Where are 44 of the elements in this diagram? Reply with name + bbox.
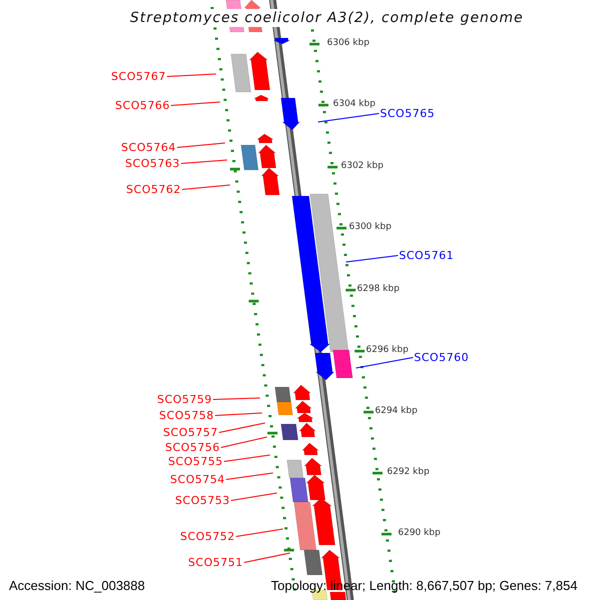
leader-line: [180, 160, 228, 164]
gene-label: SCO5755: [168, 455, 223, 468]
gene-label: SCO5761: [399, 249, 454, 262]
gene-label: SCO5763: [125, 157, 180, 170]
gene-label: SCO5751: [188, 556, 243, 569]
leader-line: [346, 255, 398, 262]
leader-line: [356, 357, 414, 368]
scale-label: 6306 kbp: [327, 38, 370, 49]
leader-line: [212, 398, 260, 400]
footer-text: Accession: NC_003888: [9, 578, 145, 593]
leader-line: [218, 422, 266, 433]
leader-line: [170, 102, 220, 106]
scale-label: 6296 kbp: [366, 345, 408, 356]
gene-label: SCO5753: [175, 494, 230, 507]
leader-line: [318, 113, 380, 122]
leader-line: [176, 142, 226, 148]
gene-label: SCO5767: [111, 70, 166, 83]
leader-line: [220, 436, 268, 448]
scale-label: 6300 kbp: [349, 222, 392, 233]
leader-line: [236, 528, 284, 537]
gene-label: SCO5757: [163, 426, 218, 439]
leader-line: [244, 552, 290, 563]
scale-label: 6304 kbp: [333, 99, 376, 110]
scale-label: 6298 kbp: [357, 284, 400, 295]
scale-label: 6290 kbp: [398, 528, 440, 539]
leader-line: [224, 454, 270, 462]
leader-line: [226, 472, 274, 480]
gene-label: SCO5756: [165, 441, 220, 454]
gene-label: SCO5760: [414, 351, 469, 364]
gene-label: SCO5754: [170, 473, 225, 486]
scale-label: 6294 kbp: [375, 406, 418, 417]
leader-line: [166, 74, 216, 77]
gene-label: SCO5762: [126, 183, 181, 196]
leader-line: [230, 492, 278, 501]
leader-line: [214, 412, 262, 416]
gene-label: SCO5764: [121, 141, 176, 154]
leader-line: [182, 184, 230, 190]
scale-label: 6292 kbp: [387, 467, 430, 478]
scale-label: 6302 kbp: [341, 161, 384, 172]
gene-label: SCO5765: [380, 107, 435, 120]
gene-label: SCO5752: [180, 530, 235, 543]
gene-label: SCO5766: [115, 99, 170, 112]
gene-label: SCO5758: [159, 409, 214, 422]
gene-label: SCO5759: [157, 393, 212, 406]
